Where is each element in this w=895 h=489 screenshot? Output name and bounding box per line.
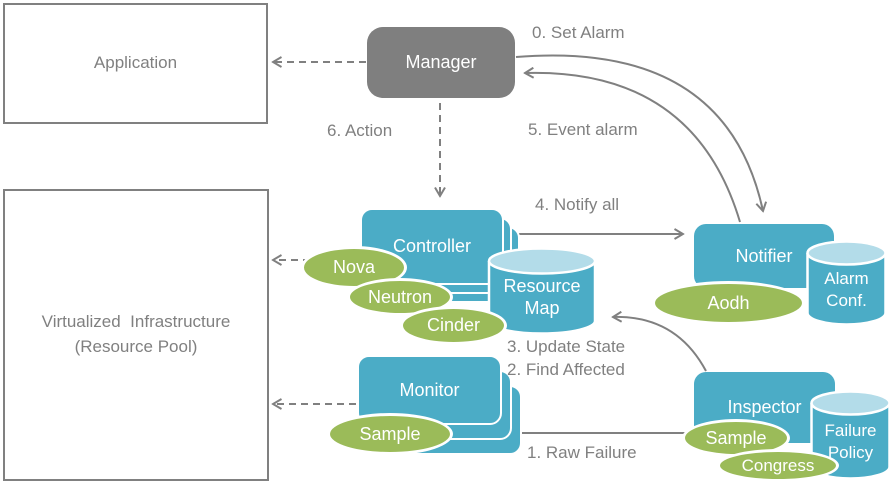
flow-label-set-alarm: 0. Set Alarm (532, 23, 625, 42)
flow-label-find-affected: 2. Find Affected (507, 360, 625, 379)
flow-label-notify-all: 4. Notify all (535, 195, 620, 214)
failure-policy-label-line2: Policy (827, 442, 874, 462)
monitor-label: Monitor (399, 379, 460, 400)
application-label: Application (93, 53, 178, 73)
inspector-label: Inspector (727, 397, 802, 417)
cinder-label: Cinder (426, 315, 481, 335)
resource-pool-label: (Resource Pool) (74, 337, 198, 356)
flow-label-update-state: 3. Update State (507, 337, 626, 356)
aodh-label: Aodh (707, 292, 750, 313)
flow-label-event-alarm: 5. Event alarm (528, 120, 638, 139)
congress-ellipse: Congress (717, 449, 839, 482)
application-box: Application (3, 3, 268, 124)
cylinder-shape (806, 240, 887, 326)
alarm-conf-label-line1: Alarm (824, 269, 869, 289)
notifier-label: Notifier (735, 245, 793, 266)
inspector-sample-label: Sample (705, 427, 767, 448)
flow-label-raw-failure: 1. Raw Failure (527, 443, 637, 462)
monitor-sample-label: Sample (359, 423, 421, 444)
curve-set-alarm (515, 54, 763, 211)
curve-event-alarm (525, 73, 741, 223)
neutron-ellipse: Neutron (347, 278, 453, 316)
aodh-ellipse: Aodh (652, 281, 805, 325)
resource-map-cylinder: Resource Map (487, 247, 597, 335)
flow-label-action: 6. Action (327, 121, 393, 140)
alarm-conf-cylinder: Alarm Conf. (806, 240, 887, 326)
monitor-node: Monitor (357, 355, 502, 425)
failure-policy-label-line1: Failure (824, 421, 877, 441)
neutron-label: Neutron (367, 286, 433, 307)
controller-label: Controller (392, 236, 472, 256)
virtualized-infrastructure-box: Virtualized Infrastructure (Resource Poo… (3, 189, 269, 481)
congress-label: Congress (741, 455, 815, 475)
cylinder-shape (810, 390, 891, 480)
alarm-conf-label-line2: Conf. (826, 290, 867, 310)
resource-map-label-line2: Map (524, 298, 560, 318)
manager-node: Manager (367, 27, 515, 98)
monitor-sample-ellipse: Sample (327, 413, 453, 455)
manager-label: Manager (405, 52, 477, 72)
failure-policy-cylinder: Failure Policy (810, 390, 891, 480)
cinder-ellipse: Cinder (400, 306, 507, 345)
virtualized-infrastructure-label: Virtualized Infrastructure (41, 312, 231, 332)
curve-find-affected (613, 317, 707, 372)
resource-map-label-line1: Resource (503, 275, 581, 296)
nova-label: Nova (332, 257, 376, 277)
